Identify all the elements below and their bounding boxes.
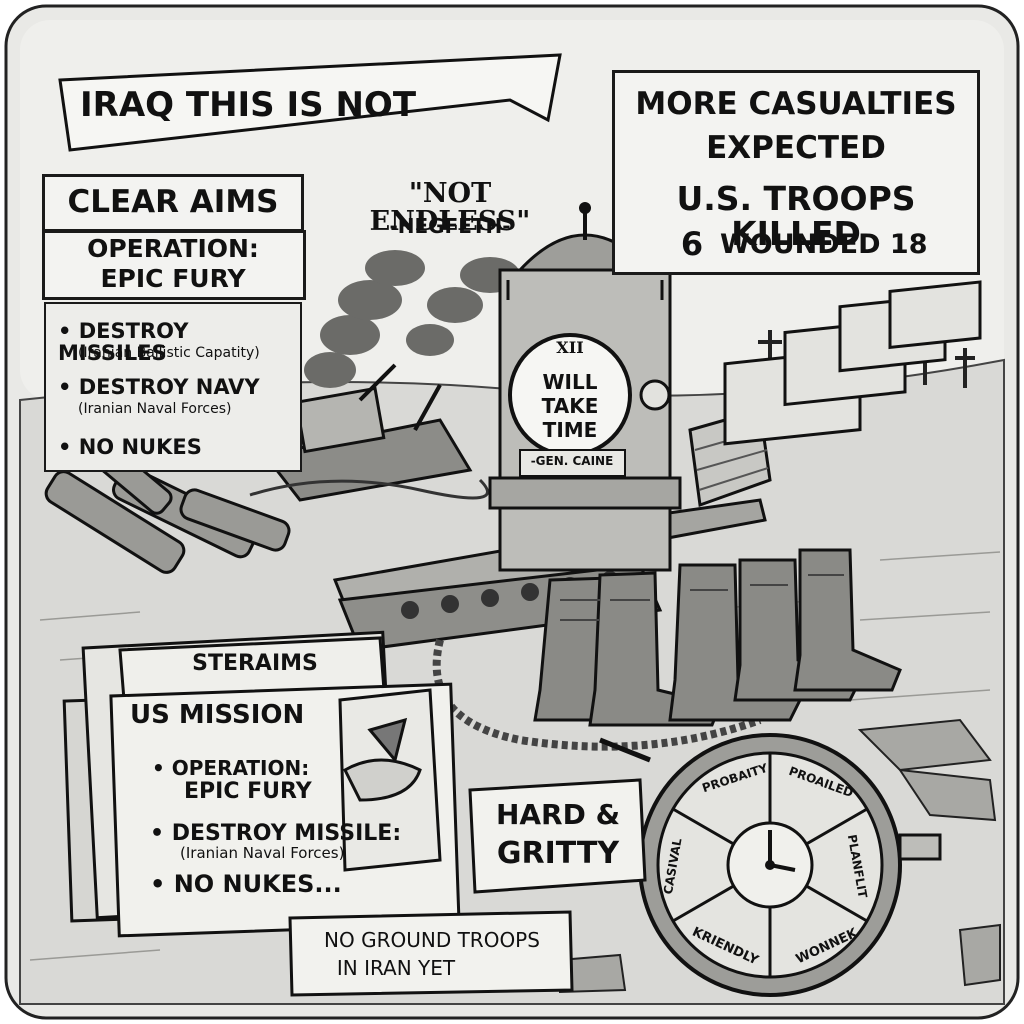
wounded-count: WOUNDED 18: [720, 229, 928, 260]
clock-numeral: XII: [556, 338, 584, 357]
folder-operation-line1: • OPERATION:: [152, 756, 310, 780]
clock-line1: WILL: [542, 370, 598, 394]
clear-aims-list-box: [44, 302, 302, 472]
folder-item-1: • DESTROY MISSILE:: [150, 821, 402, 846]
clock-plaque: -GEN. CAINE: [530, 454, 614, 468]
sinking-ship: [249, 363, 489, 502]
casualties-box: [612, 70, 980, 275]
casualties-line2: EXPECTED: [706, 130, 886, 166]
clear-aims-operation-box: [42, 230, 306, 300]
clear-aims-item-1: • DESTROY MISSILES: [58, 319, 189, 366]
ground-troops-line1: NO GROUND TROOPS: [324, 928, 540, 952]
folder-heading: US MISSION: [130, 700, 305, 730]
clear-aims-item-1-sub: (Iranian Ballistic Capatity): [78, 345, 260, 361]
clear-aims-heading: CLEAR AIMS: [67, 184, 279, 220]
clear-aims-operation-line2: EPIC FURY: [100, 264, 246, 293]
clock-tower: [488, 202, 682, 572]
killed-count: 6: [680, 225, 704, 263]
hard-gritty-line1: HARD &: [495, 798, 621, 831]
combat-boots: [533, 548, 902, 727]
clear-aims-item-2-sub: (Iranian Naval Forces): [78, 401, 232, 417]
folder-item-2: • NO NUKES...: [150, 870, 342, 898]
hard-gritty-line2: GRITTY: [496, 836, 620, 871]
rubble: [559, 718, 1001, 994]
clear-aims-operation-line1: OPERATION:: [87, 234, 259, 263]
quote-text: "NOT ENDLESS": [369, 178, 531, 238]
casualties-line3: U.S. TROOPS KILLED: [676, 179, 916, 253]
folder-item-1-sub: (Iranian Naval Forces): [180, 844, 345, 862]
clear-aims-heading-box: [42, 174, 304, 232]
compass-gauge: [599, 733, 942, 997]
casualties-line1: MORE CASUALTIES: [635, 86, 957, 122]
ground-troops-line2: IN IRAN YET: [336, 956, 456, 980]
smoke-plumes: [304, 250, 520, 388]
banner-scroll: [58, 53, 562, 152]
folder-tab-label: STERAIMS: [192, 651, 318, 676]
banner-title: IRAQ THIS IS NOT: [80, 85, 417, 125]
clock-line3: TIME: [542, 418, 598, 442]
clear-aims-item-2: • DESTROY NAVY: [58, 375, 260, 399]
ground-troops-sign-bg: [288, 910, 574, 997]
flag-draped-coffins: [688, 280, 982, 508]
quote-attribution: -HEGFETH-: [389, 214, 511, 238]
folder-operation-line2: EPIC FURY: [184, 779, 312, 804]
clock-line2: TAKE: [541, 394, 599, 418]
rope: [432, 639, 762, 751]
hard-gritty-sign-bg: [468, 778, 647, 894]
clear-aims-item-3: • NO NUKES: [58, 435, 202, 459]
